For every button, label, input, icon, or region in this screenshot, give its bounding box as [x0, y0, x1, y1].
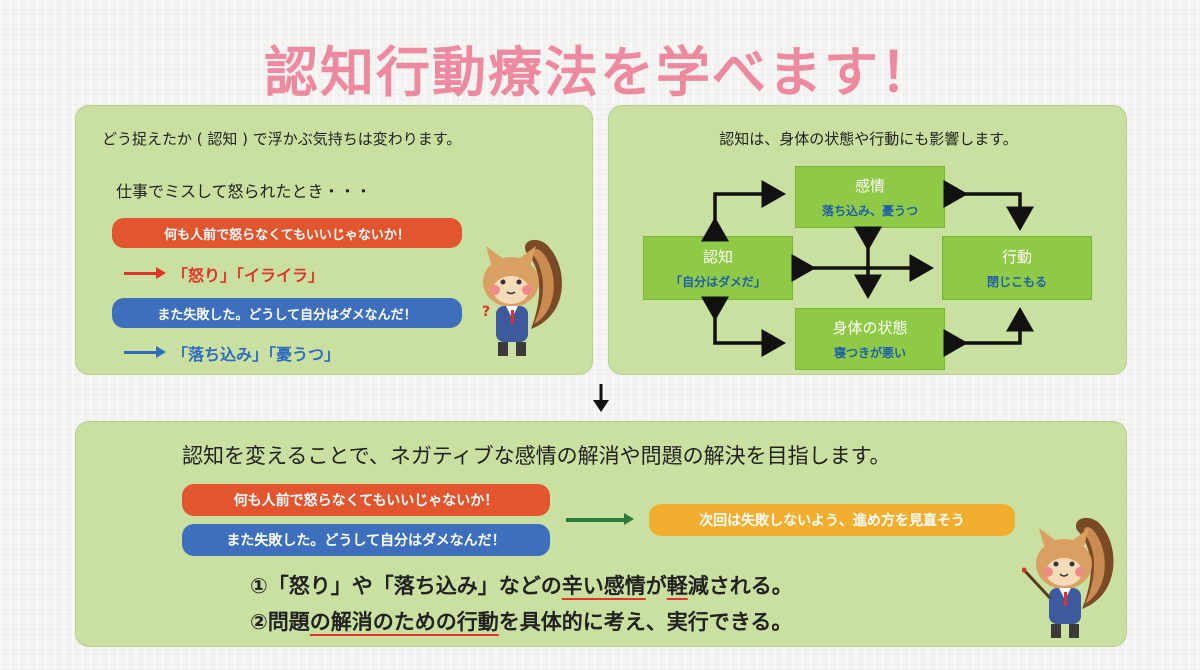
benefit-1-pre: ①「怒り」や「落ち込み」などの — [250, 574, 562, 598]
benefit-1-underline-b: 軽 — [666, 574, 688, 598]
angry-thought-pill: 何も人前で怒らなくてもいいじゃないか！ — [112, 218, 462, 248]
node-body: 身体の状態 寝つきが悪い — [795, 308, 945, 370]
node-body-title: 身体の状態 — [832, 319, 908, 337]
node-body-sub: 寝つきが悪い — [833, 346, 906, 360]
node-cognition-sub: 「自分はダメだ」 — [670, 275, 766, 289]
blue-arrow-icon — [124, 346, 166, 358]
node-emotion-sub: 落ち込み、憂うつ — [821, 204, 918, 218]
red-arrow-icon — [124, 267, 166, 279]
down-arrow-icon — [593, 384, 609, 412]
node-emotion-title: 感情 — [854, 177, 885, 195]
node-behavior-title: 行動 — [1001, 248, 1032, 266]
reframe-angry-pill: 何も人前で怒らなくてもいいじゃないか！ — [182, 484, 550, 516]
benefit-1-mid: が — [645, 574, 667, 598]
squirrel-mascot-icon — [483, 239, 562, 356]
benefit-1-underline-a: 辛い感情 — [561, 574, 646, 598]
scenario-text: 仕事でミスして怒られたとき・・・ — [116, 182, 372, 201]
reframe-selfblame-pill: また失敗した。どうして自分はダメなんだ！ — [182, 524, 550, 556]
anger-emotion-text: 「怒り」「イライラ」 — [172, 266, 325, 285]
depression-emotion-text: 「落ち込み」「憂うつ」 — [172, 345, 341, 364]
cognition-example-panel: どう捉えたか ( 認知 ) で浮かぶ気持ちは変わります。 仕事でミスして怒られた… — [75, 105, 593, 375]
cognitive-model-panel: 認知は、身体の状態や行動にも影響します。 感情 落ち込み、憂うつ 認知 「自分は… — [608, 105, 1127, 375]
question-mark: ? — [482, 304, 491, 320]
node-cognition-title: 認知 — [702, 248, 733, 266]
reframing-panel: 認知を変えることで、ネガティブな感情の解消や問題の解決を目指します。 何も人前で… — [75, 421, 1127, 647]
benefit-2-underline: の解消のための行動 — [309, 610, 499, 634]
node-emotion: 感情 落ち込み、憂うつ — [795, 166, 945, 228]
left-intro-text: どう捉えたか ( 認知 ) で浮かぶ気持ちは変わります。 — [102, 130, 462, 148]
bottom-heading: 認知を変えることで、ネガティブな感情の解消や問題の解決を目指します。 — [182, 444, 891, 468]
benefit-2-pre: ②問題 — [250, 610, 310, 634]
node-behavior-sub: 閉じこもる — [986, 275, 1047, 289]
page-title: 認知行動療法を学べます！ — [264, 41, 936, 104]
green-arrow-icon — [566, 513, 634, 525]
selfblame-thought-pill: また失敗した。どうして自分はダメなんだ！ — [112, 298, 462, 328]
reframed-thought-pill: 次回は失敗しないよう、進め方を見直そう — [649, 504, 1015, 536]
benefit-1-post: 減される。 — [687, 574, 793, 598]
benefit-2-post: を具体的に考え、実行できる。 — [498, 610, 793, 634]
squirrel-teacher-icon — [1022, 517, 1114, 638]
node-behavior: 行動 閉じこもる — [942, 236, 1092, 300]
cycle-arrows-icon — [701, 180, 1034, 357]
benefit-1: ①「怒り」や「落ち込み」などの辛い感情が軽減される。 — [250, 570, 793, 600]
right-intro-text: 認知は、身体の状態や行動にも影響します。 — [719, 130, 1018, 148]
benefit-2: ②問題の解消のための行動を具体的に考え、実行できる。 — [250, 606, 792, 636]
